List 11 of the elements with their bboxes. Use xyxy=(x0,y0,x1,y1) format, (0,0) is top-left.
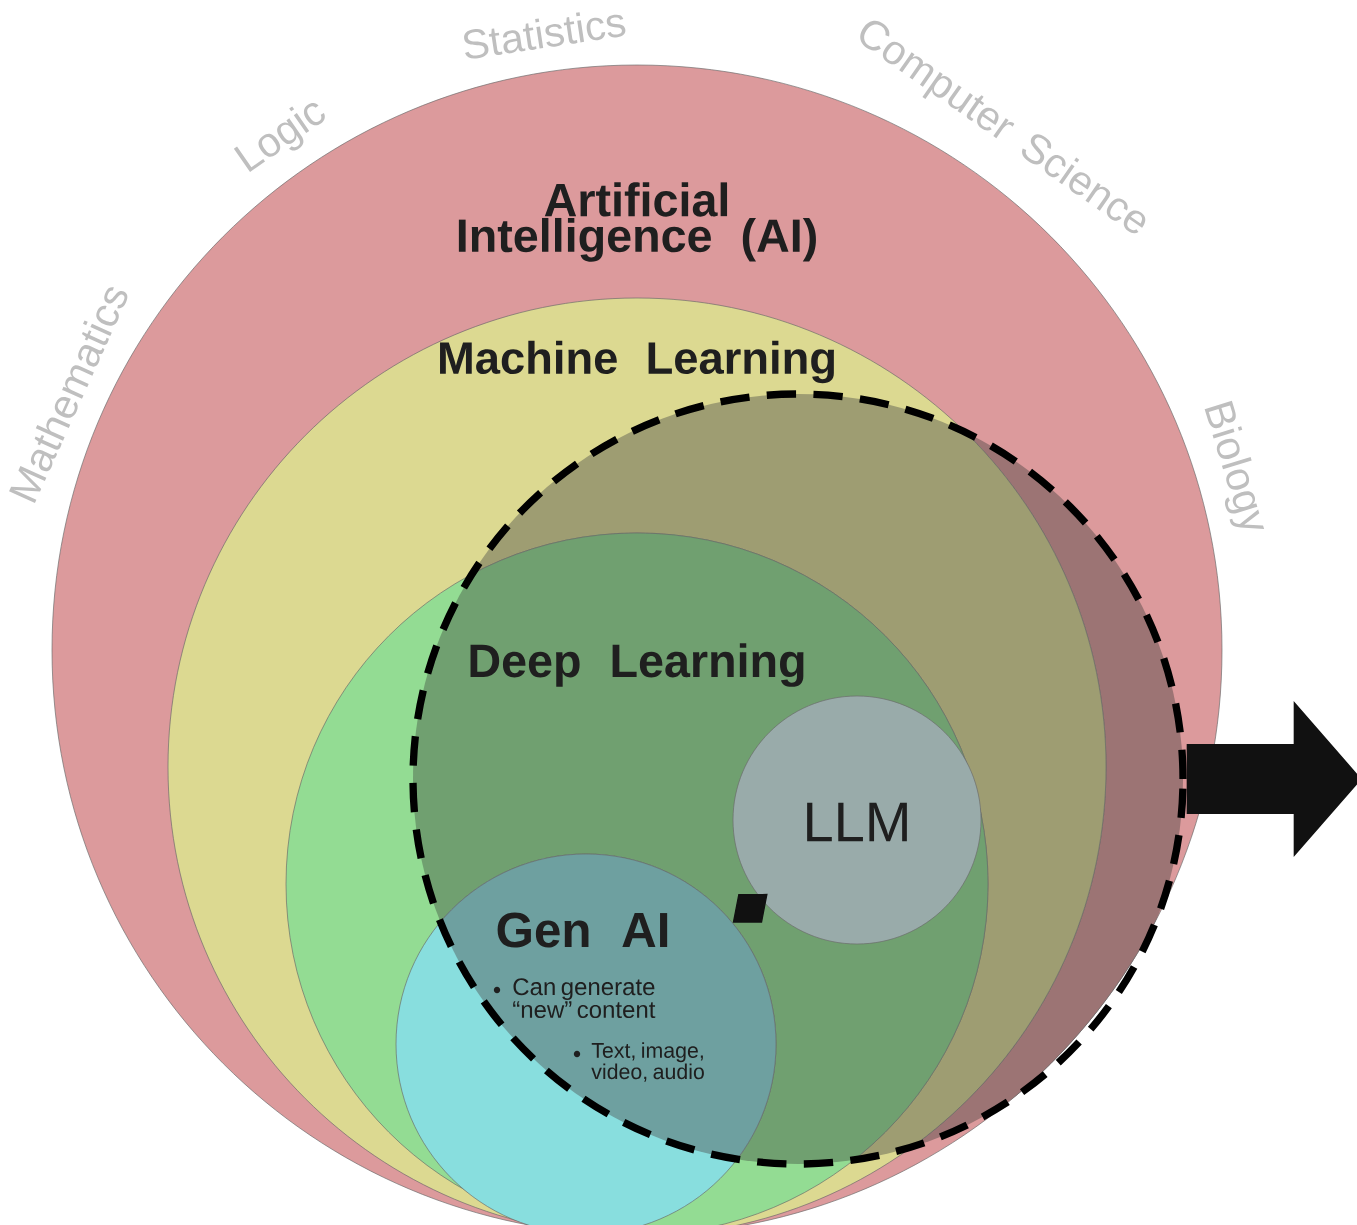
bullet-item: Text, image, video, audio xyxy=(573,1042,704,1082)
circle-title: Deep Learning xyxy=(470,643,804,687)
circle-title: Artificial Intelligence (AI) xyxy=(458,182,816,262)
circle-title: Gen AI xyxy=(497,912,668,948)
block-arrow xyxy=(1186,701,1357,857)
dashed-circle xyxy=(409,390,1187,1168)
bullet-item: Can generate “new” content xyxy=(493,978,656,1019)
field-label: Logic xyxy=(233,103,325,172)
circle-title: Machine Learning xyxy=(440,340,834,384)
field-label: Statistics xyxy=(464,12,626,59)
circle-title: LLM xyxy=(807,802,907,842)
